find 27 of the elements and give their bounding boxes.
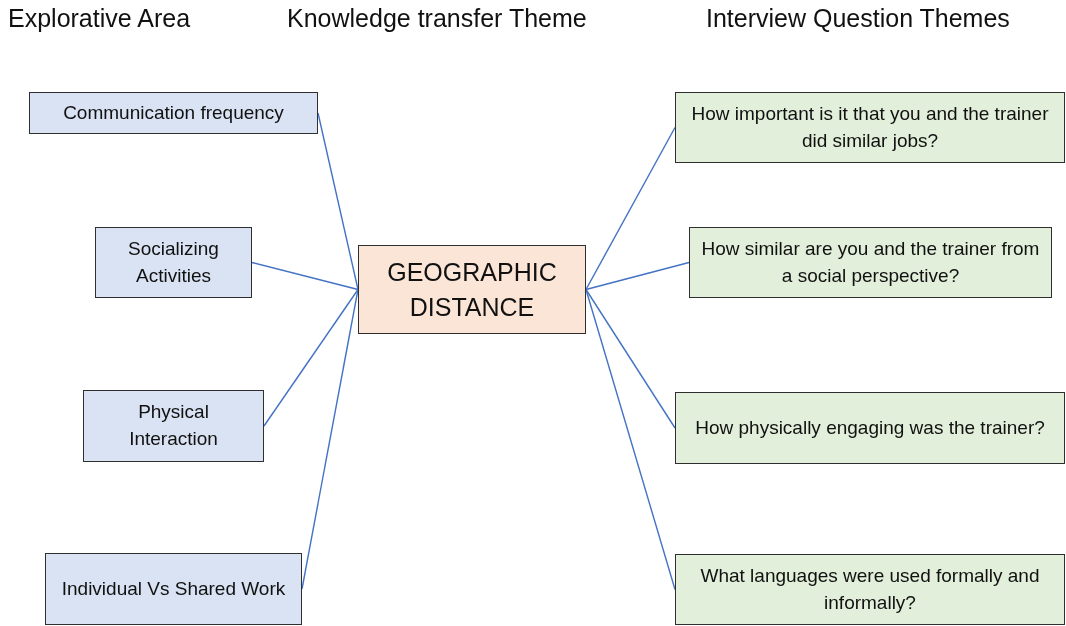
- connector-line: [585, 126, 676, 291]
- central-theme-box: [358, 245, 586, 334]
- column-heading: Explorative Area: [8, 4, 191, 33]
- connector-line: [585, 261, 690, 291]
- node-text: GEOGRAPHIC DISTANCE: [386, 256, 558, 323]
- explorative-area-box: [95, 227, 252, 298]
- connector-line: [251, 261, 359, 291]
- node-text: How important is it that you and the trainer did similar jobs?: [690, 101, 1050, 153]
- node-text: What languages were used formally and informally?: [699, 563, 1041, 615]
- node-text: Communication frequency: [63, 100, 284, 125]
- node-text: How physically engaging was the trainer?: [695, 415, 1045, 440]
- explorative-area-box: [45, 553, 302, 625]
- explorative-area-box: [83, 390, 264, 462]
- connector-line: [263, 288, 359, 427]
- column-heading: Knowledge transfer Theme: [287, 4, 587, 33]
- question-theme-box: [689, 227, 1052, 298]
- question-theme-box: [675, 92, 1065, 163]
- node-text: Physical Interaction: [128, 400, 219, 451]
- explorative-area-box: [29, 92, 318, 134]
- connector-line: [585, 288, 676, 429]
- connector-line: [317, 112, 359, 291]
- question-theme-box: [675, 392, 1065, 464]
- question-theme-box: [675, 554, 1065, 625]
- node-text: How similar are you and the trainer from a social perspective?: [700, 236, 1041, 288]
- column-heading: Interview Question Themes: [706, 4, 1010, 33]
- node-text: Socializing Activities: [127, 236, 220, 288]
- node-text: Individual Vs Shared Work: [61, 576, 286, 601]
